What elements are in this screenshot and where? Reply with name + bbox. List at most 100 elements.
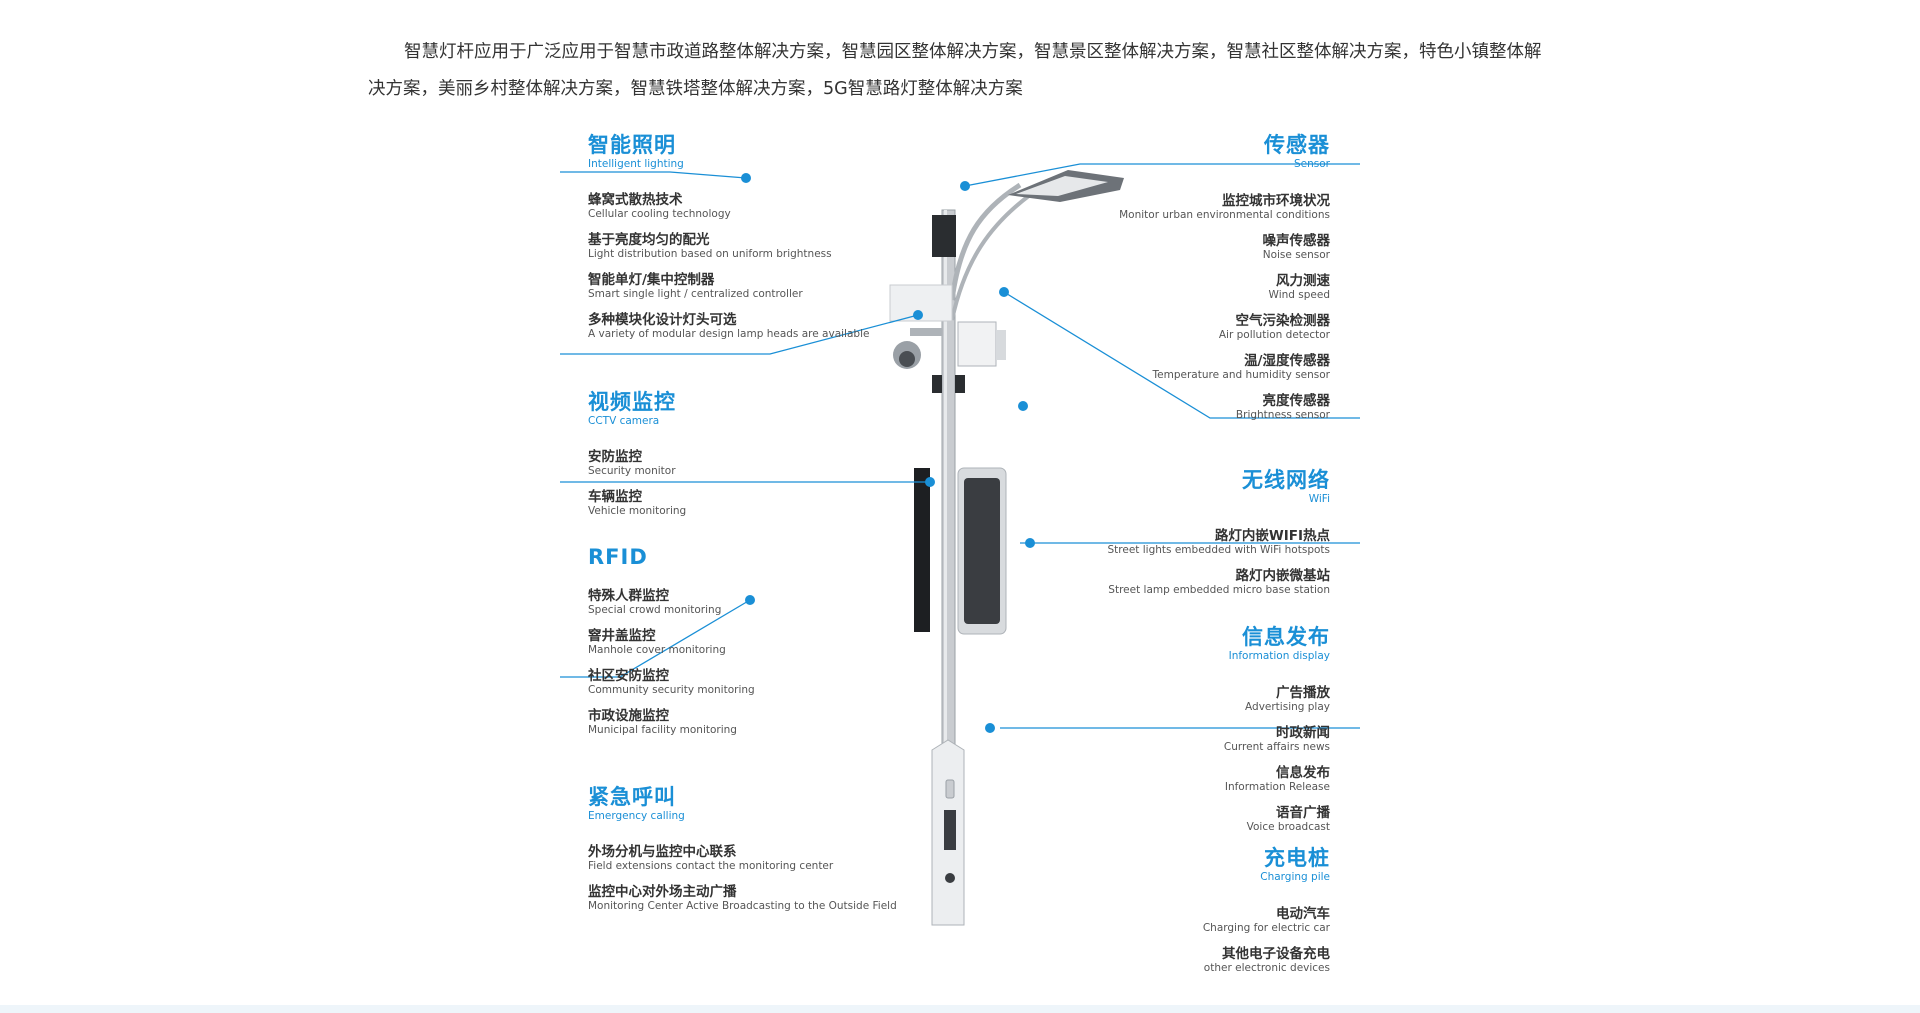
- feature-en: Street lamp embedded micro base station: [1108, 584, 1330, 596]
- feature-en: Municipal facility monitoring: [588, 724, 737, 736]
- feature-en: Special crowd monitoring: [588, 604, 722, 616]
- feature-zh: 电动汽车: [1276, 906, 1330, 922]
- feature-en: Monitor urban environmental conditions: [1119, 209, 1330, 221]
- feature-en: Street lights embedded with WiFi hotspot…: [1107, 544, 1330, 556]
- charging-port-icon: [945, 873, 955, 883]
- feature-zh: 监控城市环境状况: [1222, 193, 1330, 209]
- callout-dot: [999, 287, 1009, 297]
- section-subtitle: Intelligent lighting: [588, 158, 684, 170]
- feature-zh: 噪声传感器: [1262, 233, 1331, 249]
- feature-zh: 基于亮度均匀的配光: [588, 232, 710, 248]
- feature-en: Air pollution detector: [1218, 329, 1330, 341]
- section-subtitle: Sensor: [1294, 158, 1330, 170]
- section-subtitle: Emergency calling: [588, 810, 685, 822]
- section-title: 信息发布: [1242, 625, 1330, 649]
- feature-zh: 广告播放: [1276, 685, 1330, 701]
- display-screen-side: [914, 468, 930, 632]
- callout-dot: [1018, 401, 1028, 411]
- feature-en: Temperature and humidity sensor: [1152, 369, 1330, 381]
- feature-zh: 外场分机与监控中心联系: [588, 844, 737, 860]
- section-subtitle: Information display: [1228, 650, 1330, 662]
- section-subtitle: Charging pile: [1260, 871, 1330, 883]
- callout-dot: [741, 173, 751, 183]
- feature-en: Security monitor: [588, 465, 676, 477]
- feature-zh: 多种模块化设计灯头可选: [588, 312, 737, 328]
- feature-en: Field extensions contact the monitoring …: [588, 860, 834, 872]
- section-title: RFID: [588, 545, 648, 569]
- callout-dot: [960, 181, 970, 191]
- feature-en: Monitoring Center Active Broadcasting to…: [588, 900, 897, 912]
- feature-en: Advertising play: [1245, 701, 1330, 713]
- section-title: 紧急呼叫: [588, 785, 676, 809]
- section-subtitle: WiFi: [1308, 493, 1330, 505]
- callout-dot: [745, 595, 755, 605]
- feature-en: Current affairs news: [1223, 741, 1330, 753]
- feature-zh: 路灯内嵌微基站: [1235, 568, 1331, 584]
- feature-zh: 智能单灯/集中控制器: [588, 272, 715, 288]
- feature-zh: 其他电子设备充电: [1222, 946, 1330, 962]
- feature-en: Charging for electric car: [1202, 922, 1330, 934]
- callout-dot: [985, 723, 995, 733]
- feature-zh: 市政设施监控: [588, 708, 669, 724]
- controller-box: [932, 215, 956, 257]
- feature-en: Vehicle monitoring: [588, 505, 687, 517]
- feature-en: Community security monitoring: [588, 684, 755, 696]
- feature-zh: 信息发布: [1276, 765, 1330, 781]
- feature-zh: 监控中心对外场主动广播: [588, 884, 737, 900]
- feature-zh: 温/湿度传感器: [1244, 353, 1330, 369]
- feature-zh: 安防监控: [588, 449, 642, 465]
- callout-dot: [913, 310, 923, 320]
- section-title: 智能照明: [588, 133, 676, 157]
- section-title: 无线网络: [1242, 468, 1330, 492]
- feature-zh: 亮度传感器: [1262, 393, 1331, 409]
- smart-pole-illustration: [560, 163, 1360, 926]
- lamp-arm: [949, 182, 1022, 301]
- feature-en: Manhole cover monitoring: [588, 644, 726, 656]
- feature-en: Information Release: [1224, 781, 1330, 793]
- feature-en: Cellular cooling technology: [588, 208, 731, 220]
- intro-paragraph: 智慧灯杆应用于广泛应用于智慧市政道路整体解决方案，智慧园区整体解决方案，智慧景区…: [368, 42, 1542, 99]
- feature-en: Smart single light / centralized control…: [588, 288, 803, 300]
- feature-en: Noise sensor: [1262, 249, 1330, 261]
- feature-zh: 语音广播: [1276, 805, 1330, 821]
- feature-zh: 特殊人群监控: [588, 588, 669, 604]
- section-title: 充电桩: [1264, 846, 1330, 870]
- feature-en: Wind speed: [1268, 289, 1330, 301]
- section-title: 视频监控: [588, 390, 676, 414]
- feature-zh: 路灯内嵌WIFI热点: [1214, 528, 1330, 544]
- bottom-bar: [0, 1005, 1920, 1013]
- feature-zh: 风力测速: [1276, 273, 1330, 289]
- feature-zh: 时政新闻: [1276, 725, 1330, 741]
- feature-zh: 蜂窝式散热技术: [588, 192, 683, 208]
